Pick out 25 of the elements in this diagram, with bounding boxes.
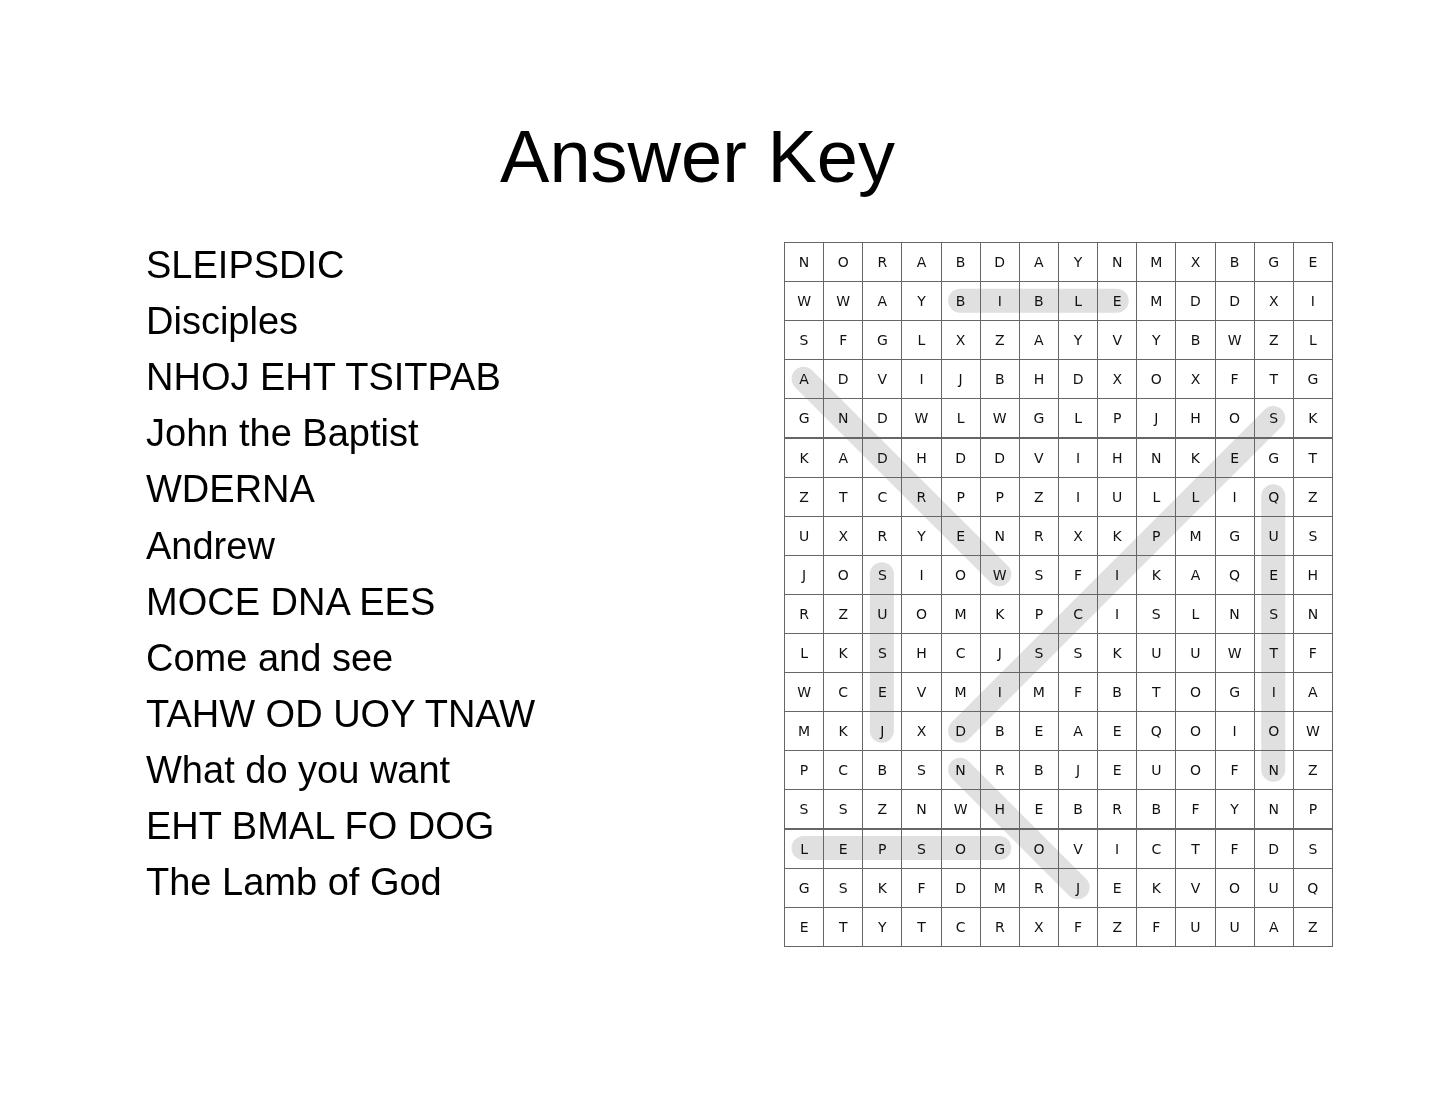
word-list-item: TAHW OD UOY TNAW (146, 691, 536, 736)
grid-letter: E (1292, 242, 1333, 283)
grid-letter: L (784, 828, 825, 869)
grid-letter: Z (1292, 906, 1333, 947)
grid-letter: S (784, 789, 825, 830)
grid-letter: E (784, 906, 825, 947)
word-list-item: SLEIPSDIC (146, 243, 345, 287)
grid-letter: K (1292, 398, 1333, 439)
word-list-item: NHOJ EHT TSITPAB (146, 355, 501, 400)
word-list-item: Andrew (146, 523, 275, 568)
word-list-item: Come and see (146, 635, 394, 680)
grid-letter: S (1292, 828, 1333, 869)
word-list-item: John the Baptist (146, 411, 419, 456)
word-list-item: EHT BMAL FO DOG (146, 804, 495, 848)
title: Answer Key (499, 114, 896, 200)
grid-letter: K (784, 437, 825, 478)
grid-letter: P (1292, 789, 1333, 830)
word-list-item: WDERNA (146, 467, 315, 512)
grid-letter: T (1292, 437, 1333, 478)
word-list-item: What do you want (146, 747, 451, 792)
word-list-item: Disciples (146, 299, 299, 344)
grid-letter: G (784, 398, 825, 439)
word-list-item: The Lamb of God (146, 860, 442, 905)
grid-letter: N (784, 242, 825, 283)
word-list-item: MOCE DNA EES (146, 579, 436, 624)
